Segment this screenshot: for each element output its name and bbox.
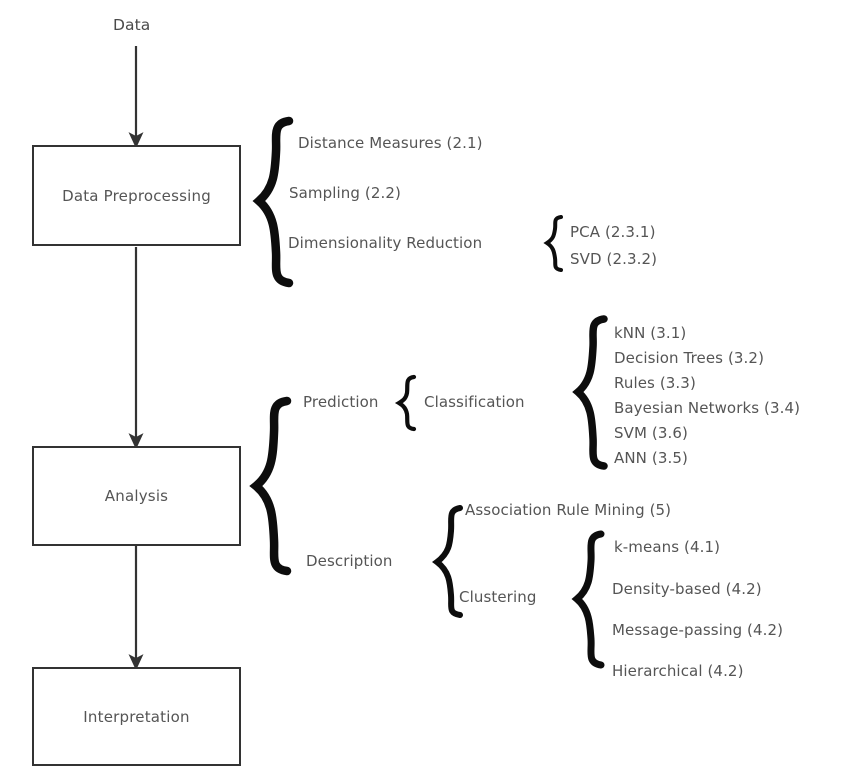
- classification-item-ann: ANN (3.5): [614, 449, 688, 467]
- description-subgroup-clustering: Clustering: [459, 588, 537, 606]
- clustering-item-k-means: k-means (4.1): [614, 538, 721, 556]
- flow-node-data-preprocessing[interactable]: Data Preprocessing: [32, 145, 241, 246]
- clustering-item-hierarchical: Hierarchical (4.2): [612, 662, 744, 680]
- clustering-item-density-based: Density-based (4.2): [612, 580, 762, 598]
- classification-item-rules: Rules (3.3): [614, 374, 696, 392]
- brace-analysis: [249, 396, 292, 576]
- dimensionality-child-svd: SVD (2.3.2): [570, 250, 658, 268]
- flow-node-label: Analysis: [104, 487, 169, 505]
- preprocessing-item-sampling: Sampling (2.2): [289, 184, 401, 202]
- analysis-group-prediction: Prediction: [303, 393, 379, 411]
- classification-item-knn: kNN (3.1): [614, 324, 687, 342]
- preprocessing-item-dimensionality-reduction: Dimensionality Reduction: [288, 234, 483, 252]
- preprocessing-item-distance-measures: Distance Measures (2.1): [298, 134, 483, 152]
- brace-preprocessing: [252, 116, 294, 288]
- classification-item-svm: SVM (3.6): [614, 424, 688, 442]
- classification-item-decision-trees: Decision Trees (3.2): [614, 349, 765, 367]
- clustering-item-message-passing: Message-passing (4.2): [612, 621, 784, 639]
- description-item-association-rule-mining: Association Rule Mining (5): [465, 501, 672, 519]
- flow-node-label: Data Preprocessing: [62, 186, 211, 205]
- flow-node-analysis[interactable]: Analysis: [32, 446, 241, 546]
- data-source-label: Data: [113, 16, 151, 34]
- flow-node-label: Interpretation: [83, 707, 190, 726]
- brace-prediction: [394, 374, 417, 432]
- analysis-group-description: Description: [306, 552, 393, 570]
- dimensionality-child-pca: PCA (2.3.1): [570, 223, 656, 241]
- brace-description: [432, 505, 463, 618]
- flow-node-interpretation[interactable]: Interpretation: [32, 667, 241, 766]
- brace-dimensionality-reduction: [543, 215, 563, 272]
- prediction-subgroup-classification: Classification: [424, 393, 525, 411]
- classification-item-bayesian-networks: Bayesian Networks (3.4): [614, 399, 801, 417]
- brace-classification: [572, 315, 608, 470]
- brace-clustering: [571, 530, 605, 669]
